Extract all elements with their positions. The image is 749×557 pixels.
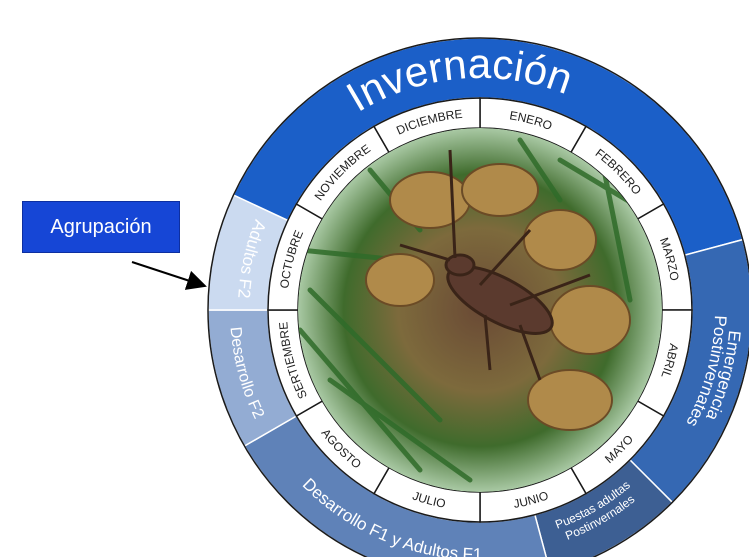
insect-on-pine-cone-photo	[298, 128, 662, 492]
agrupacion-arrow	[132, 262, 205, 286]
